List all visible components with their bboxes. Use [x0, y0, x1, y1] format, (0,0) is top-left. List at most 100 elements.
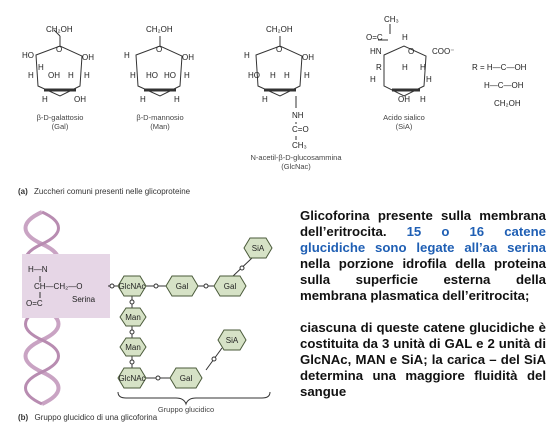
- svg-text:COO⁻: COO⁻: [432, 47, 454, 56]
- svg-text:Gal: Gal: [176, 282, 189, 291]
- svg-text:Gal: Gal: [224, 282, 237, 291]
- node-sia-2: SiA: [217, 329, 247, 351]
- svg-text:HO: HO: [164, 71, 176, 80]
- serine-label: Serina: [72, 295, 96, 304]
- svg-text:OH: OH: [398, 95, 410, 104]
- glcnac-structure: [255, 36, 303, 140]
- svg-text:H: H: [262, 95, 268, 104]
- svg-text:OH: OH: [182, 53, 194, 62]
- sialic-acid-structure: [378, 24, 427, 97]
- panel-a-caption: (a) Zuccheri comuni presenti nelle glico…: [18, 187, 191, 196]
- panel-b-caption: (b) Gruppo glucidico di una glicoforina: [18, 413, 158, 422]
- svg-text:CH₂OH: CH₂OH: [494, 99, 521, 108]
- ch-label: CH—CH₂—O: [34, 282, 82, 291]
- svg-text:OH: OH: [74, 95, 86, 104]
- serine-box: [22, 254, 110, 318]
- svg-text:H: H: [284, 71, 290, 80]
- svg-text:CH₃: CH₃: [384, 15, 399, 24]
- svg-text:H: H: [28, 71, 34, 80]
- svg-text:CH₂OH: CH₂OH: [46, 25, 73, 34]
- svg-text:HO: HO: [22, 51, 34, 60]
- galactose-structure: [35, 29, 83, 97]
- panel-b: H—N CH—CH₂—O O=C Serina GlcN: [18, 210, 273, 422]
- svg-text:H: H: [68, 71, 74, 80]
- svg-text:H: H: [38, 63, 44, 72]
- caption-gal-abbr: (Gal): [52, 122, 69, 131]
- svg-text:C=O: C=O: [292, 125, 309, 134]
- description-paragraph-1: Glicoforina presente sulla membrana dell…: [300, 208, 546, 304]
- node-gal-2: Gal: [213, 275, 247, 297]
- caption-glcnac-abbr: (GlcNac): [281, 162, 311, 171]
- co-label: O=C: [26, 299, 43, 308]
- node-gal-3: Gal: [169, 367, 203, 389]
- svg-text:H: H: [270, 71, 276, 80]
- svg-text:R: R: [376, 63, 382, 72]
- svg-text:R = H—C—OH: R = H—C—OH: [472, 63, 527, 72]
- group-label: Gruppo glucidico: [158, 405, 214, 414]
- svg-text:HN: HN: [370, 47, 382, 56]
- svg-text:OH: OH: [82, 53, 94, 62]
- nh-label: H—N: [28, 265, 48, 274]
- svg-text:GlcNAc: GlcNAc: [118, 282, 145, 291]
- structure-captions: β-D-galattosio (Gal) β-D-mannosio (Man) …: [37, 113, 425, 171]
- svg-text:H: H: [244, 51, 250, 60]
- svg-text:OH: OH: [302, 53, 314, 62]
- mannose-structure: [135, 36, 183, 97]
- caption-gal-name: β-D-galattosio: [37, 113, 84, 122]
- description-p1-part2: nella porzione idrofila della proteina s…: [300, 256, 546, 303]
- svg-text:OH: OH: [48, 71, 60, 80]
- svg-text:H: H: [426, 75, 432, 84]
- svg-text:HO: HO: [146, 71, 158, 80]
- description-text: Glicoforina presente sulla membrana dell…: [300, 208, 546, 400]
- svg-text:H: H: [124, 51, 130, 60]
- svg-text:H: H: [420, 63, 426, 72]
- svg-text:NH: NH: [292, 111, 304, 120]
- sugar-nodes: GlcNAc Gal Gal SiA Man Man: [117, 237, 273, 389]
- svg-text:H: H: [130, 71, 136, 80]
- node-glcnac-2: GlcNAc: [117, 367, 147, 389]
- svg-text:SiA: SiA: [252, 244, 265, 253]
- svg-text:H: H: [402, 33, 408, 42]
- linkage-dots: [109, 265, 245, 381]
- svg-text:O=C: O=C: [366, 33, 383, 42]
- caption-man-name: β-D-mannosio: [136, 113, 183, 122]
- svg-text:H: H: [140, 95, 146, 104]
- svg-text:O: O: [56, 45, 62, 54]
- caption-sia-abbr: (SiA): [396, 122, 413, 131]
- node-glcnac-1: GlcNAc: [117, 275, 147, 297]
- svg-text:O: O: [156, 45, 162, 54]
- node-man-2: Man: [119, 337, 147, 357]
- svg-text:CH₃: CH₃: [292, 141, 307, 150]
- caption-sia-name: Acido sialico: [383, 113, 425, 122]
- caption-man-abbr: (Man): [150, 122, 170, 131]
- svg-text:H—C—OH: H—C—OH: [484, 81, 524, 90]
- svg-text:Gal: Gal: [180, 374, 193, 383]
- svg-text:H: H: [174, 95, 180, 104]
- svg-text:O: O: [276, 45, 282, 54]
- svg-text:H: H: [184, 71, 190, 80]
- svg-text:HO: HO: [248, 71, 260, 80]
- group-brace: [117, 391, 271, 406]
- description-paragraph-2: ciascuna di queste catene glucidiche è c…: [300, 320, 546, 399]
- svg-text:GlcNAc: GlcNAc: [118, 374, 145, 383]
- description-highlight: 15 o 16 catene glucidiche sono legate al…: [300, 224, 547, 255]
- svg-text:H: H: [84, 71, 90, 80]
- svg-text:CH₂OH: CH₂OH: [146, 25, 173, 34]
- svg-text:H: H: [420, 95, 426, 104]
- description-p1-part1: Glicoforina presente sulla membrana dell…: [300, 208, 546, 239]
- svg-text:Man: Man: [125, 313, 141, 322]
- node-gal-1: Gal: [165, 275, 199, 297]
- svg-text:CH₂OH: CH₂OH: [266, 25, 293, 34]
- node-sia-1: SiA: [243, 237, 273, 259]
- svg-text:Man: Man: [125, 343, 141, 352]
- svg-text:H: H: [304, 71, 310, 80]
- svg-text:H: H: [402, 63, 408, 72]
- svg-text:H: H: [42, 95, 48, 104]
- caption-glcnac-name: N-acetil-β-D-glucosammina: [251, 153, 343, 162]
